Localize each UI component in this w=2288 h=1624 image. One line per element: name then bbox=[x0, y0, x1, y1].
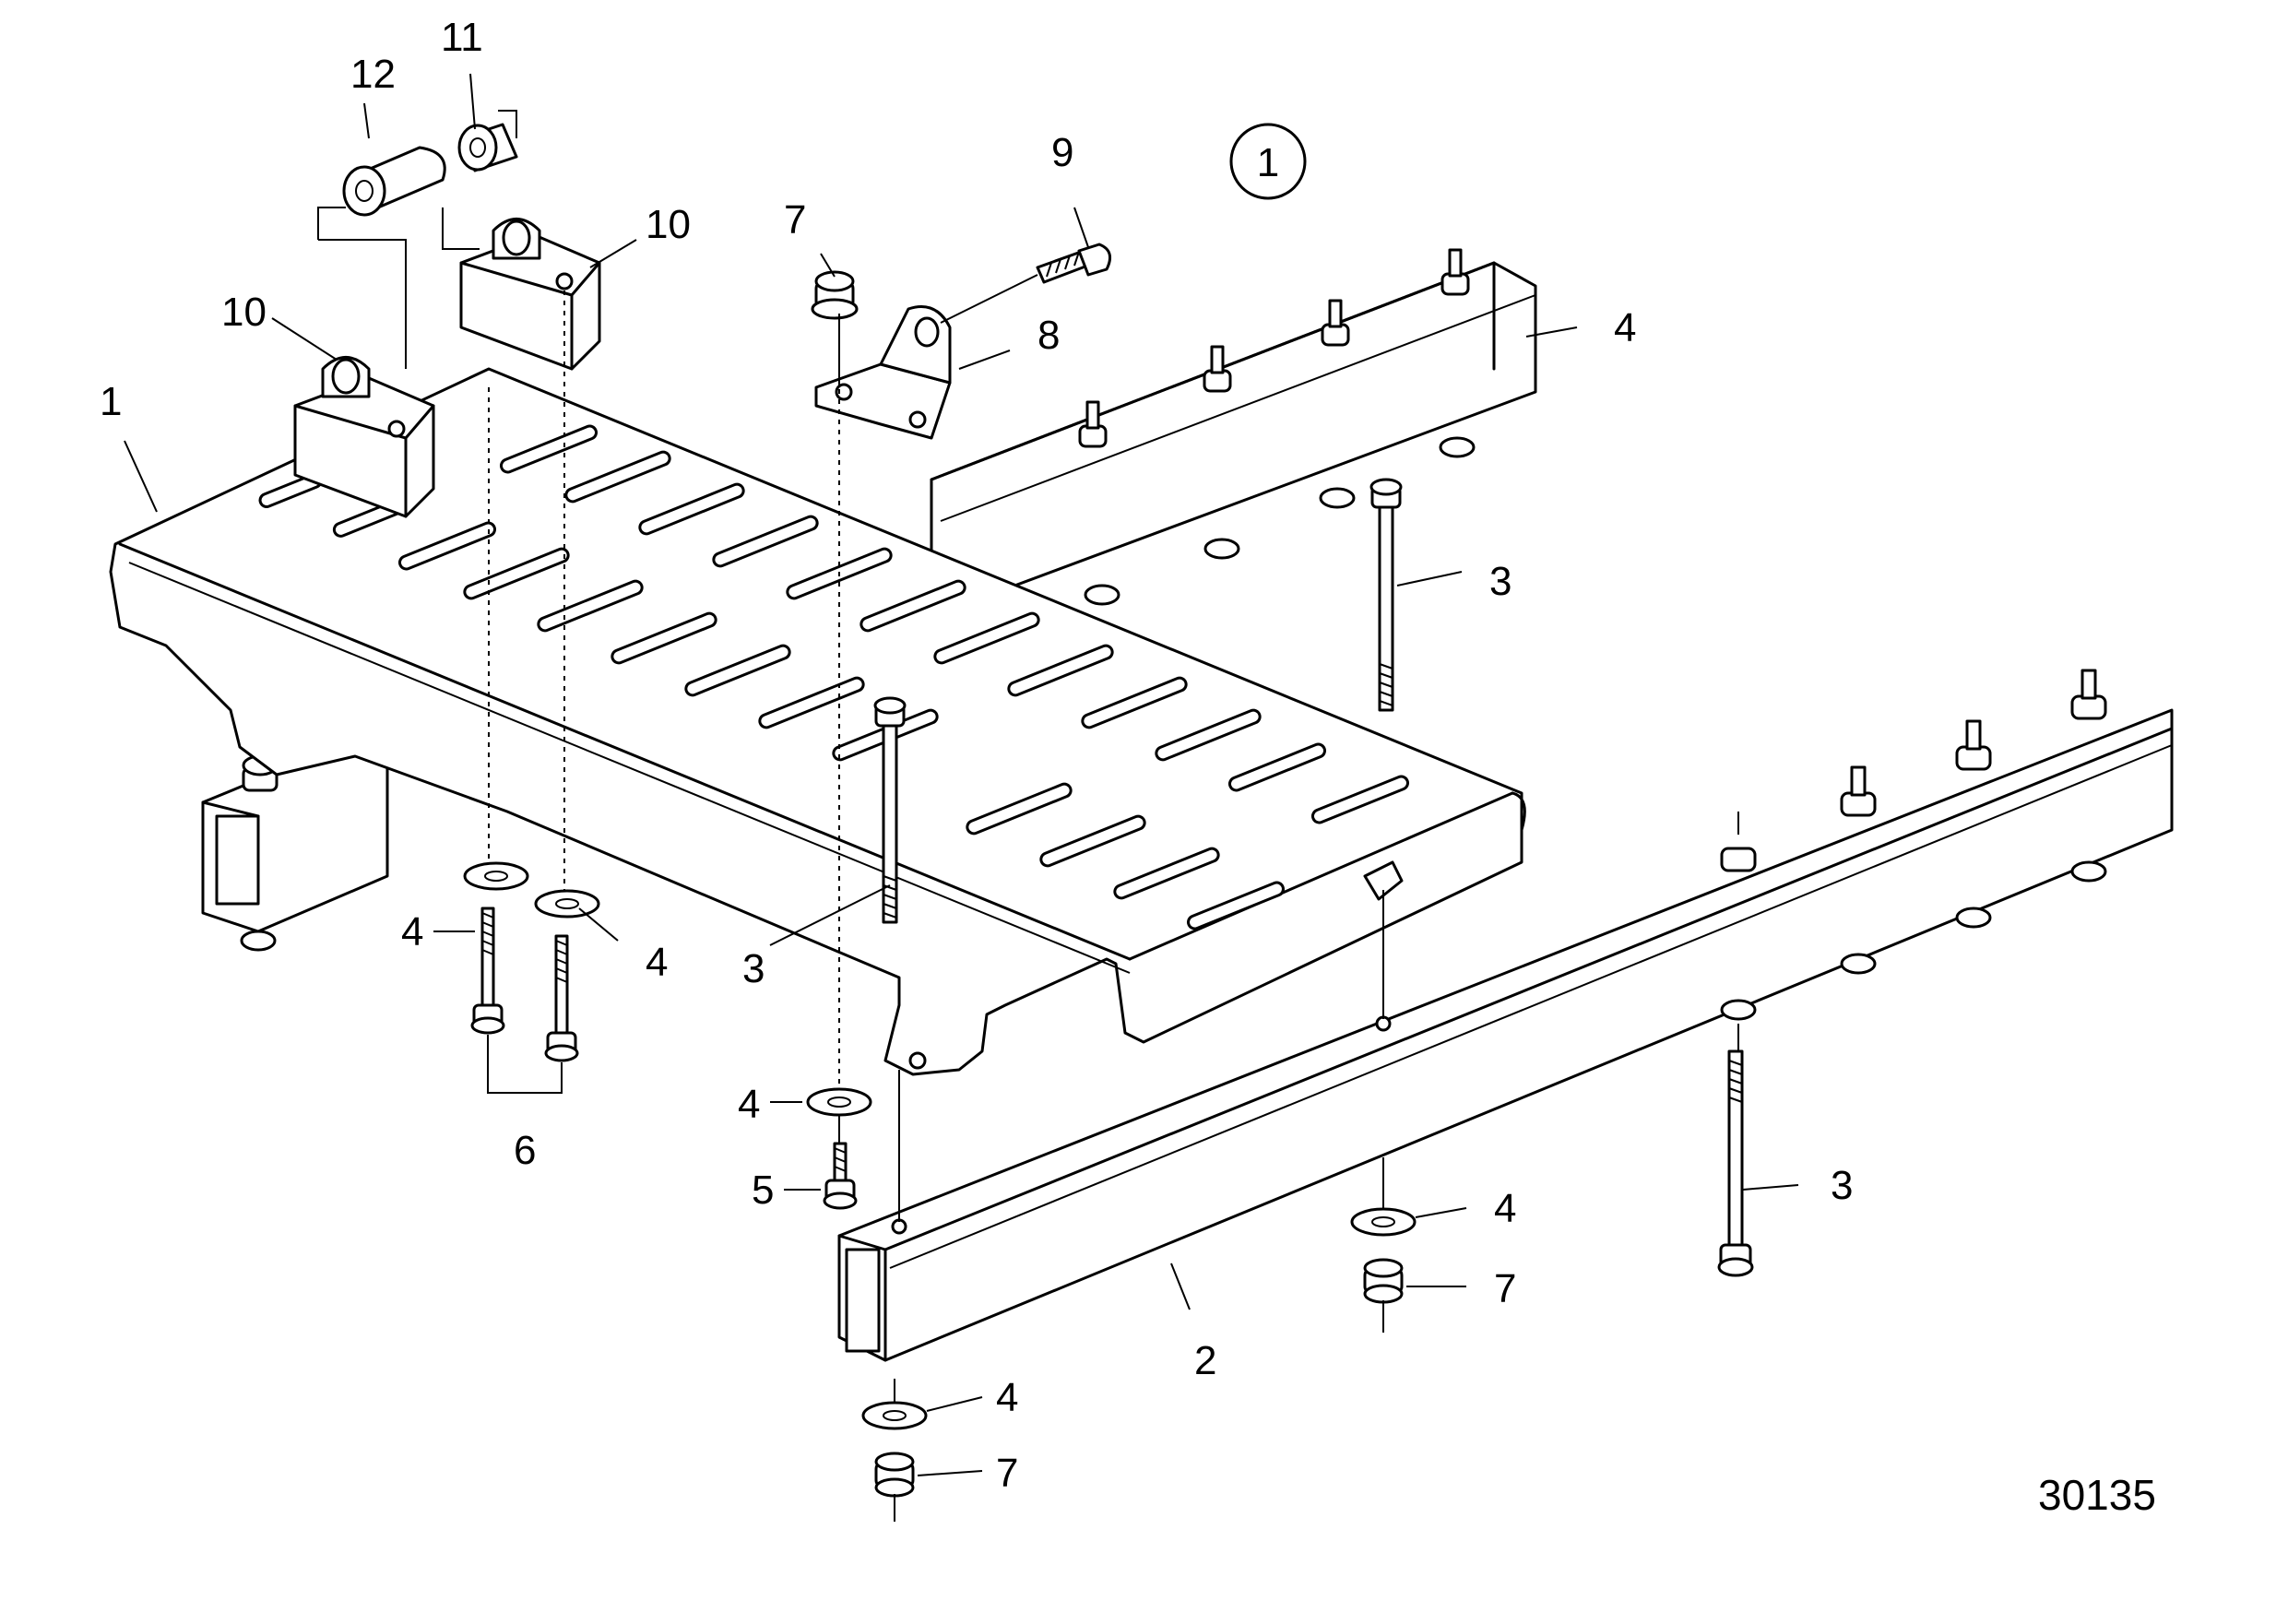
alignment-lines bbox=[488, 207, 1739, 1522]
front-rail-studs bbox=[1720, 669, 2107, 872]
hinge-block-left bbox=[293, 356, 435, 518]
callout-7-bottom: 7 bbox=[996, 1451, 1018, 1496]
short-bolt-6-left bbox=[470, 907, 505, 1035]
callout-8: 8 bbox=[1037, 313, 1060, 358]
screw-9 bbox=[1036, 243, 1112, 284]
callout-5: 5 bbox=[752, 1168, 774, 1213]
callout-4-washer-d: 4 bbox=[1494, 1186, 1516, 1231]
nut-7-bottom bbox=[874, 1452, 915, 1498]
screw-5 bbox=[823, 1142, 858, 1210]
hinge-block-right bbox=[459, 218, 601, 371]
mounting-bracket bbox=[814, 305, 952, 440]
callout-2: 2 bbox=[1194, 1338, 1216, 1383]
callout-labels: 1 2 3 3 3 4 4 4 4 4 4 5 6 7 7 7 8 9 10 1… bbox=[100, 15, 1853, 1496]
nut-7-middle bbox=[1363, 1258, 1404, 1304]
callout-1: 1 bbox=[100, 379, 122, 424]
short-bolt-6-right bbox=[544, 934, 579, 1062]
callout-3-front: 3 bbox=[1831, 1163, 1853, 1208]
rear-rail-studs bbox=[1078, 248, 1470, 448]
callout-3-rear: 3 bbox=[1489, 559, 1512, 604]
washer-4-c bbox=[806, 1087, 872, 1117]
callout-7-middle: 7 bbox=[1494, 1266, 1516, 1311]
view-marker-text: 1 bbox=[1257, 140, 1279, 185]
leader-lines bbox=[124, 73, 1799, 1476]
front-rail-bottom-nuts bbox=[1720, 860, 2107, 1021]
callout-4-washer-a: 4 bbox=[401, 909, 423, 954]
callout-6: 6 bbox=[514, 1128, 536, 1173]
washer-4-d bbox=[1350, 1207, 1417, 1237]
rear-rail bbox=[930, 248, 1537, 606]
long-bolt-3-rear bbox=[1369, 478, 1403, 712]
long-bolt-3-center bbox=[873, 696, 907, 924]
view-marker: 1 bbox=[1229, 123, 1307, 200]
left-rail-stub bbox=[201, 736, 389, 952]
long-bolt-3-front bbox=[1717, 1049, 1754, 1277]
callout-3-center: 3 bbox=[742, 946, 765, 991]
washer-4-a bbox=[463, 861, 529, 891]
pin bbox=[342, 146, 446, 217]
washer-4-b bbox=[534, 889, 600, 919]
rear-rail-bottom-nuts bbox=[1084, 436, 1476, 606]
callout-9: 9 bbox=[1051, 130, 1073, 175]
callout-4-washer-b: 4 bbox=[646, 940, 668, 985]
callout-4-washer-e: 4 bbox=[996, 1375, 1018, 1420]
callout-10-right: 10 bbox=[646, 202, 691, 247]
callout-11: 11 bbox=[441, 15, 483, 60]
callout-7-top: 7 bbox=[784, 197, 806, 243]
callout-10-left: 10 bbox=[221, 290, 267, 335]
front-rail bbox=[837, 669, 2174, 1362]
document-number: 30135 bbox=[2038, 1471, 2156, 1519]
nut-7-top bbox=[811, 270, 859, 320]
callout-4-rear-rail: 4 bbox=[1614, 305, 1636, 350]
washer-4-e bbox=[861, 1401, 928, 1430]
callout-4-washer-c: 4 bbox=[738, 1082, 760, 1127]
callout-12: 12 bbox=[350, 52, 396, 97]
washer-plate bbox=[457, 123, 518, 172]
